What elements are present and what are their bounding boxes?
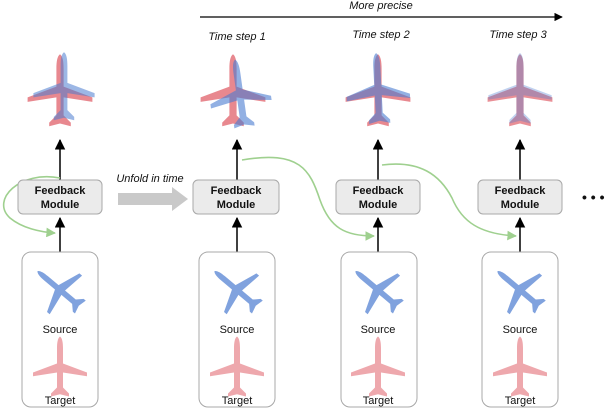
unfold-label: Unfold in time xyxy=(116,173,183,185)
more-precise-arrow: More precise xyxy=(200,0,563,22)
output-airplanes-initial xyxy=(27,52,95,127)
output-airplanes-step-2 xyxy=(344,51,412,127)
ellipsis: • • • xyxy=(582,189,605,205)
output-airplanes-step-1 xyxy=(200,54,275,132)
target-label: Target xyxy=(45,395,76,407)
feedback-module-step-3: Feedback Module xyxy=(477,179,563,215)
step-title-2: Time step 2 xyxy=(352,29,409,41)
unfold-in-time-arrow: Unfold in time xyxy=(116,173,188,211)
feedback-module-step-2: Feedback Module xyxy=(335,179,421,215)
input-box-step-2: Source Target xyxy=(339,251,418,408)
source-label: Source xyxy=(503,324,538,336)
module-label-line2: Module xyxy=(41,199,80,211)
target-label: Target xyxy=(363,395,394,407)
module-label-line1: Feedback xyxy=(211,185,263,197)
source-label: Source xyxy=(361,324,396,336)
output-airplanes-step-3 xyxy=(487,53,553,127)
feedback-module-initial: Feedback Module xyxy=(17,179,103,215)
feedback-module-step-1: Feedback Module xyxy=(192,179,280,215)
step-title-1: Time step 1 xyxy=(208,31,265,43)
target-label: Target xyxy=(505,395,536,407)
module-label-line1: Feedback xyxy=(353,185,405,197)
step-title-3: Time step 3 xyxy=(489,29,547,41)
module-label-line2: Module xyxy=(501,199,540,211)
module-label-line1: Feedback xyxy=(35,185,87,197)
more-precise-label: More precise xyxy=(349,0,413,12)
input-box-step-1: Source Target xyxy=(198,251,276,408)
input-box-initial: Source Target xyxy=(21,251,99,408)
module-label-line2: Module xyxy=(217,199,256,211)
source-label: Source xyxy=(43,324,78,336)
module-label-line2: Module xyxy=(359,199,398,211)
module-label-line1: Feedback xyxy=(495,185,547,197)
feedback-loops xyxy=(3,156,517,241)
source-label: Source xyxy=(220,324,255,336)
target-label: Target xyxy=(222,395,253,407)
input-box-step-3: Source Target xyxy=(481,251,559,408)
